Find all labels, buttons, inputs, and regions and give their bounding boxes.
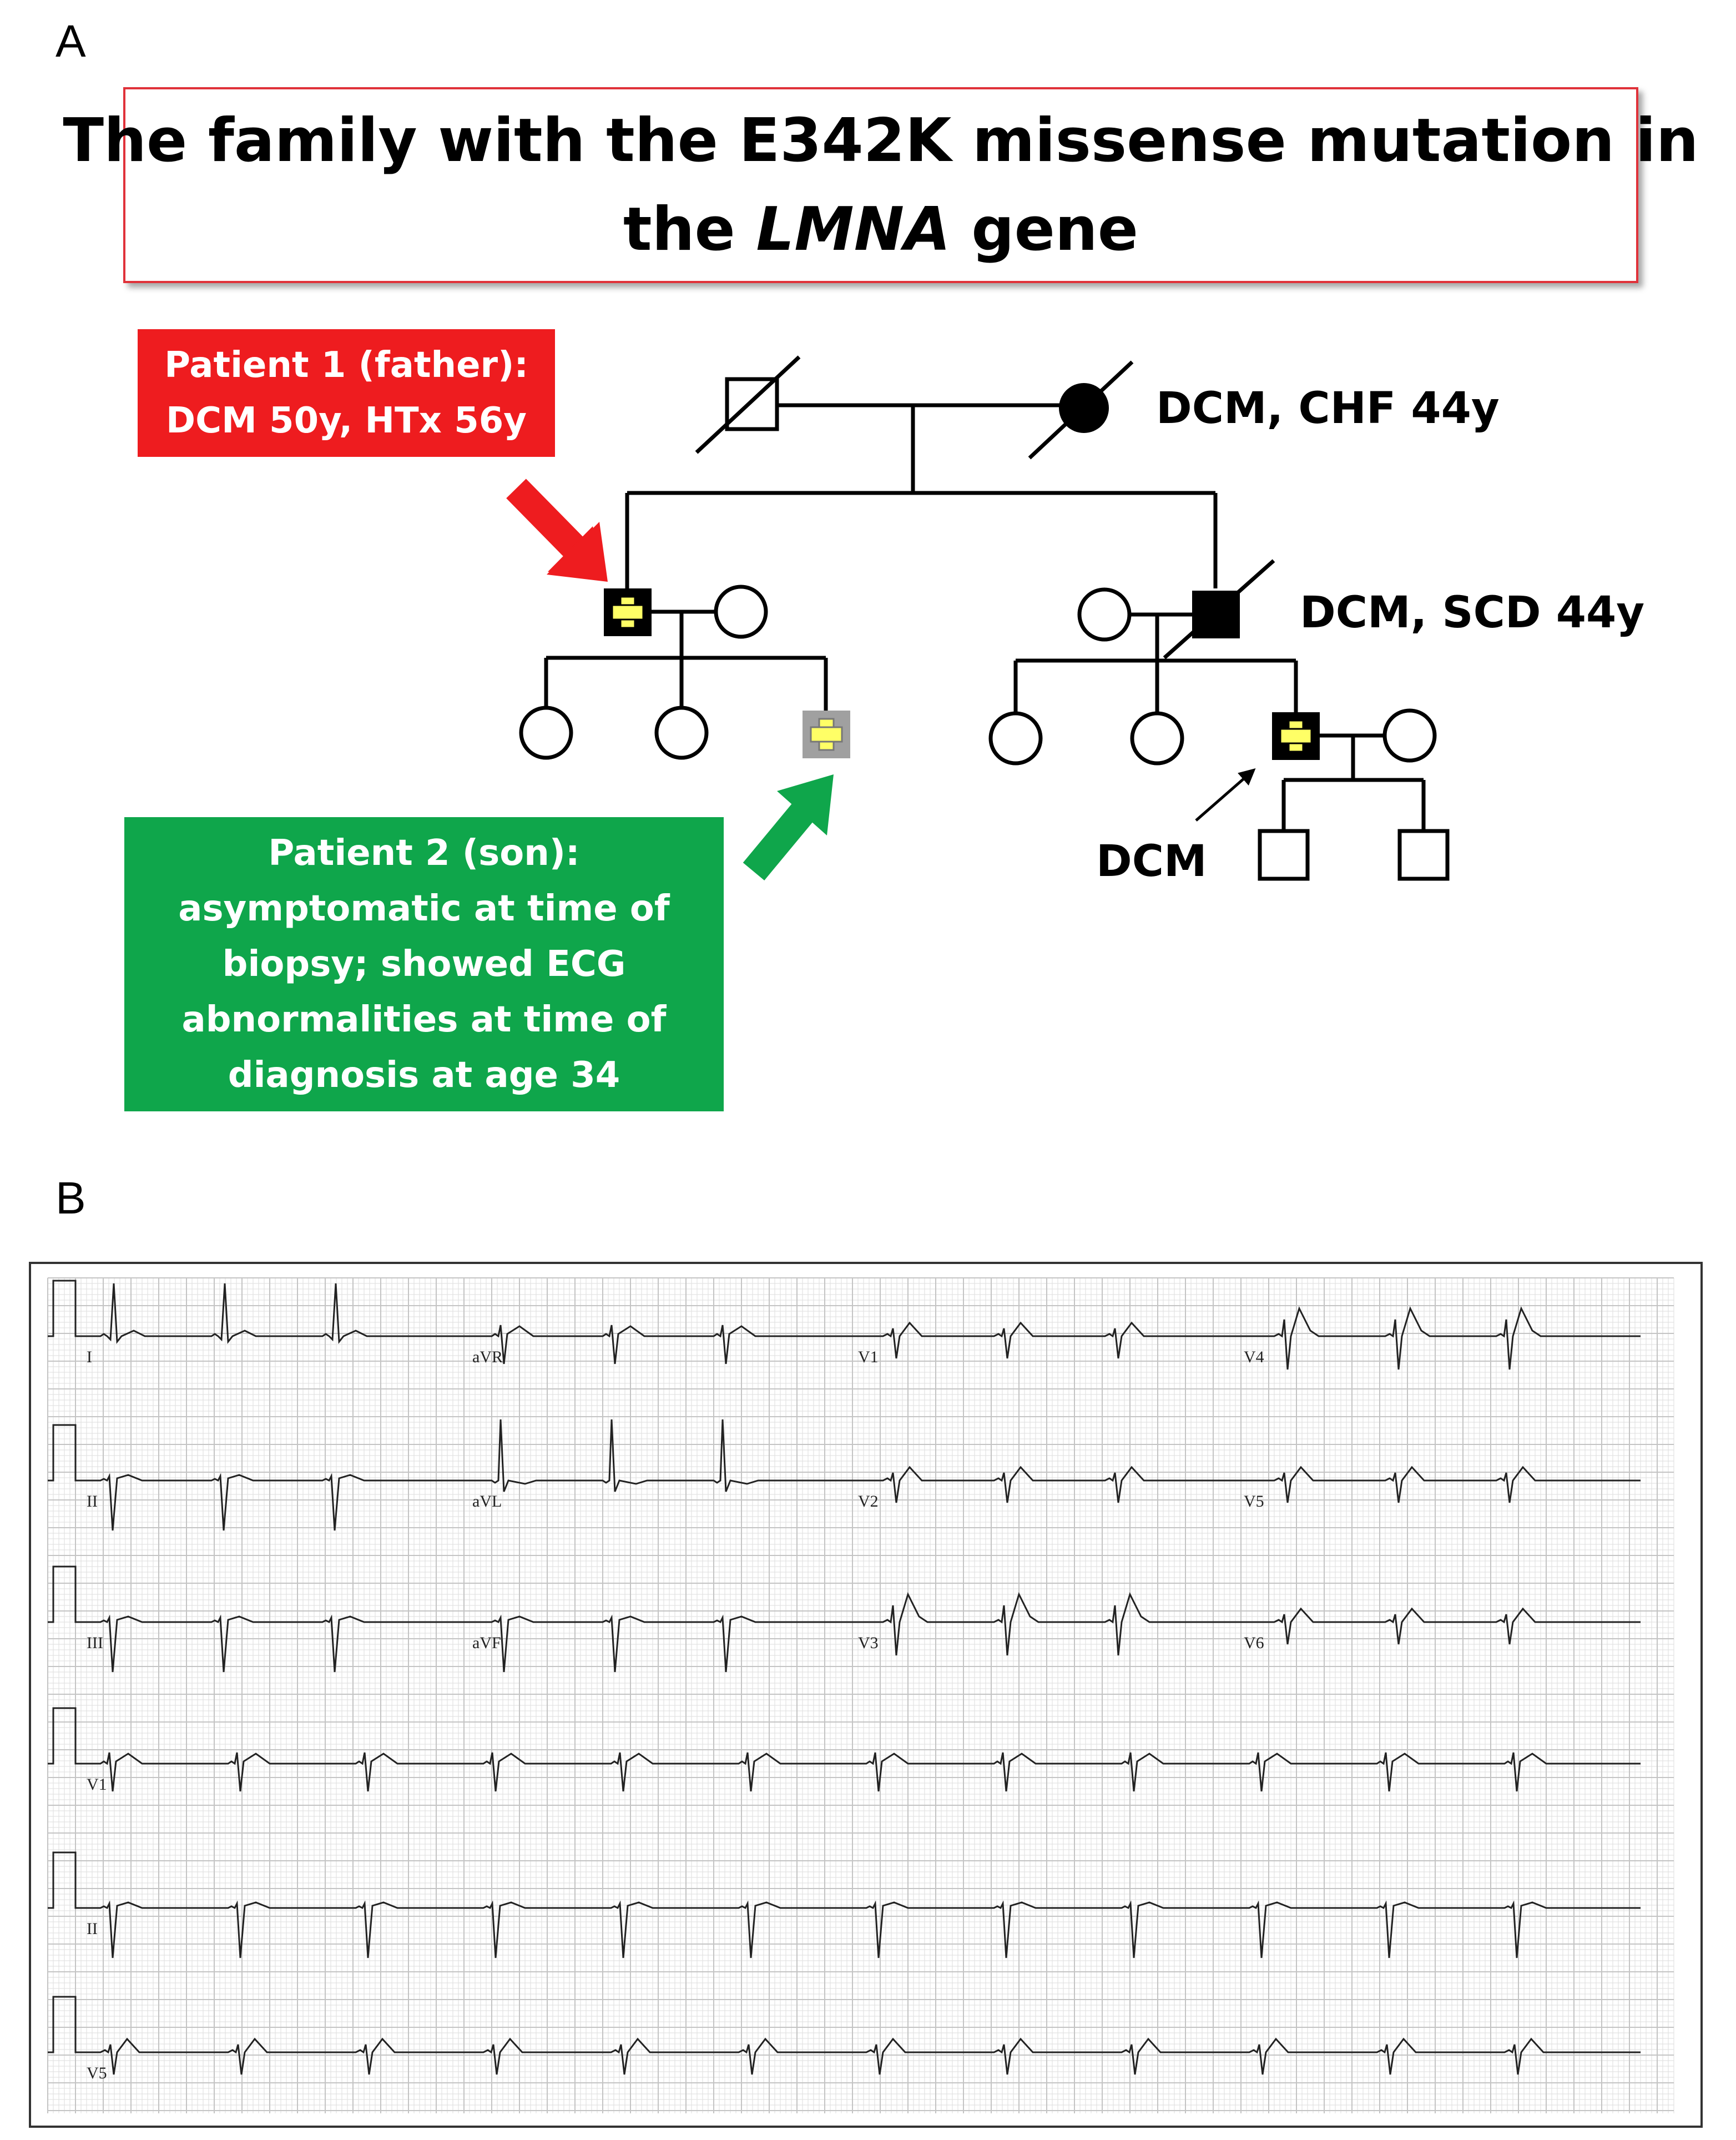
ecg-waveform	[1235, 1466, 1641, 1503]
title-line-2-pre: the	[623, 194, 756, 264]
rhythm-lead-label: V1	[87, 1775, 107, 1794]
lead-label: V6	[1244, 1634, 1264, 1652]
cousin-wife-circle	[1382, 708, 1437, 763]
lead-label: V3	[858, 1634, 879, 1652]
ecg-waveform	[48, 1851, 84, 1909]
lead-label: II	[87, 1492, 98, 1510]
patient2-line-4: abnormalities at time of	[181, 999, 667, 1040]
patient1-line-1: Patient 1 (father):	[164, 345, 528, 386]
patient2-line-5: diagnosis at age 34	[228, 1055, 620, 1096]
patient2-line-1: Patient 2 (son):	[268, 833, 580, 874]
title-box: The family with the E342K missense mutat…	[63, 87, 1699, 283]
ecg-waveform	[1235, 1306, 1641, 1370]
ecg-tracing: I aVR V1 V4 II aVL V2 V5 III aVF V3 V6 V…	[47, 1277, 1674, 2113]
lead-label: V2	[858, 1492, 879, 1510]
lead-label: I	[87, 1348, 92, 1366]
ecg-waveform	[464, 1614, 850, 1673]
lead-label: V4	[1244, 1348, 1264, 1366]
ecg-waveform	[850, 1592, 1235, 1656]
panel-a-label: A	[55, 16, 86, 67]
gene-name: LMNA	[756, 194, 951, 264]
cousin-circle	[988, 711, 1043, 766]
patient1-line-2: DCM 50y, HTx 56y	[165, 400, 527, 441]
uncle-label: DCM, SCD 44y	[1300, 588, 1644, 638]
ecg-waveform	[78, 1614, 464, 1673]
lead-label: aVL	[472, 1492, 502, 1510]
ecg-waveform	[78, 1473, 464, 1531]
ecg-waveform	[78, 2037, 1641, 2075]
ecg-waveform	[1235, 1607, 1641, 1645]
rhythm-lead-label: V5	[87, 2064, 107, 2082]
daughter-circle	[654, 706, 709, 760]
cousin-square	[1272, 712, 1320, 760]
ecg-traces	[48, 1280, 1641, 2075]
aunt-circle	[1077, 587, 1132, 642]
patient2-callout: Patient 2 (son): asymptomatic at time of…	[124, 817, 724, 1111]
red-arrow-icon	[506, 479, 608, 582]
green-arrow-icon	[743, 774, 834, 880]
grandfather-square	[725, 377, 779, 431]
deceased-slash	[1163, 559, 1275, 659]
lead-label: aVR	[472, 1348, 503, 1366]
ecg-waveform	[850, 1321, 1235, 1359]
ecg-grid-major	[47, 1277, 1674, 2113]
deceased-slash	[695, 355, 801, 454]
pedigree-lines	[544, 403, 1426, 830]
ecg-grid-minor	[48, 1278, 1674, 2113]
grandson-square	[1258, 829, 1310, 881]
arrow-icon	[1195, 768, 1256, 822]
patient1-callout: Patient 1 (father): DCM 50y, HTx 56y	[138, 329, 555, 457]
lead-label: V1	[858, 1348, 879, 1366]
patient2-line-2: asymptomatic at time of	[178, 888, 670, 929]
ecg-waveform	[78, 1283, 464, 1344]
cousin-circle	[1130, 711, 1184, 766]
title-line-2: the LMNA gene	[623, 185, 1138, 274]
son-square	[803, 711, 850, 758]
ecg-waveform	[78, 1752, 1641, 1792]
grandmother-label: DCM, CHF 44y	[1156, 384, 1500, 434]
ecg-waveform	[464, 1419, 850, 1492]
ecg-waveform	[48, 1565, 84, 1623]
deceased-slash	[1028, 360, 1134, 460]
daughter-circle	[519, 706, 573, 760]
title-line-2-post: gene	[950, 194, 1138, 264]
pedigree-chart: DCM, CHF 44y DCM, SCD 44y DCM	[506, 355, 1644, 887]
rhythm-lead-label: II	[87, 1920, 98, 1938]
lead-label: V5	[1244, 1492, 1264, 1510]
patient2-line-3: biopsy; showed ECG	[222, 944, 626, 985]
grandson-square	[1397, 829, 1450, 881]
ecg-waveform	[464, 1325, 850, 1364]
ecg-waveform	[48, 1707, 84, 1765]
panel-b-label: B	[55, 1173, 86, 1223]
cousin-label: DCM	[1096, 837, 1207, 887]
ecg-waveform	[48, 1996, 84, 2053]
lead-label: aVF	[472, 1634, 501, 1652]
ecg-panel: I aVR V1 V4 II aVL V2 V5 III aVF V3 V6 V…	[29, 1262, 1703, 2128]
father-square	[604, 588, 652, 636]
ecg-waveform	[850, 1466, 1235, 1503]
ecg-waveform	[78, 1900, 1641, 1958]
lead-label: III	[87, 1634, 103, 1652]
mother-circle	[714, 585, 768, 639]
ecg-waveform	[48, 1424, 84, 1482]
ecg-waveform	[48, 1280, 84, 1337]
title-line-1: The family with the E342K missense mutat…	[63, 105, 1699, 175]
